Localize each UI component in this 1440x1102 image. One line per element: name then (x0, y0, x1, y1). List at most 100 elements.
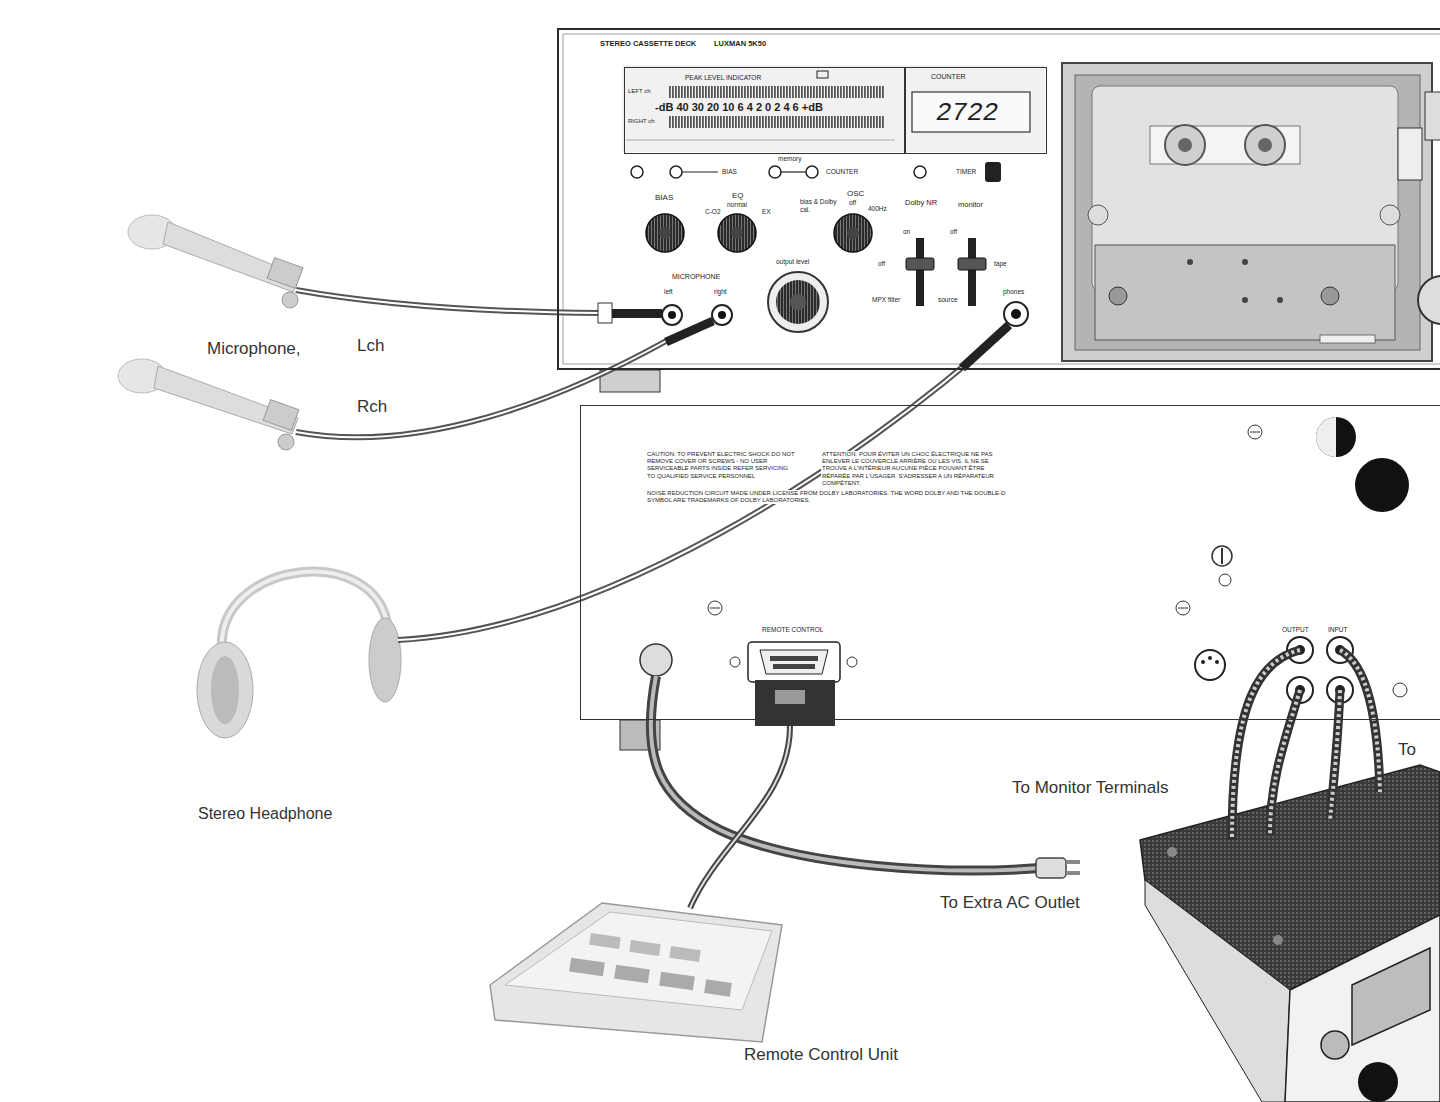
remote-control-unit (490, 903, 782, 1042)
cassette-window (1320, 335, 1375, 343)
remote-cable (690, 726, 790, 908)
control-label: off (878, 260, 885, 268)
output-level-knob (776, 280, 820, 324)
remote-socket (748, 642, 840, 726)
button-label: TIMER (956, 168, 976, 176)
front-panel-art (1418, 276, 1440, 324)
screw (710, 608, 720, 609)
license-note: NOISE REDUCTION CIRCUIT MADE UNDER LICEN… (646, 490, 1013, 504)
control-label: normal (727, 201, 747, 209)
remote-control-unit (490, 903, 782, 1042)
socket-label: OUTPUT (1282, 626, 1309, 634)
button-row (806, 166, 818, 178)
control-label: output level (776, 258, 809, 266)
button-row (985, 162, 1001, 182)
cassette-window (1245, 125, 1285, 165)
control-label: phones (1003, 288, 1024, 296)
button-row (781, 171, 806, 172)
control-label: bias & Dolby cal. (800, 198, 840, 214)
socket-label: INPUT (1328, 626, 1348, 634)
microphone-right (296, 340, 668, 437)
front-panel-art (563, 34, 1440, 364)
output-level-knob (768, 272, 828, 332)
screw (708, 601, 722, 615)
channel-label: Rch (357, 397, 387, 417)
cassette-window (1277, 297, 1283, 303)
channel-label: Lch (357, 336, 384, 356)
din-socket (1208, 656, 1212, 660)
device-caption: Microphone, (207, 339, 301, 359)
amplifier (1352, 948, 1430, 1045)
front-panel-art (626, 140, 895, 141)
cassette-window (1242, 259, 1248, 265)
caution-note: CAUTION: TO PREVENT ELECTRIC SHOCK DO NO… (646, 451, 798, 480)
rear-panel-art (640, 644, 672, 676)
front-panel-art (912, 92, 1030, 132)
remote-cable (690, 726, 790, 908)
cassette-window (1178, 138, 1192, 152)
deck-rear-panel: CAUTION: TO PREVENT ELECTRIC SHOCK DO NO… (580, 405, 1440, 720)
rear-panel-art (620, 417, 1409, 750)
cassette-window (1258, 138, 1272, 152)
control-label: EX (762, 208, 771, 216)
remote-control-unit (629, 940, 660, 956)
rca-cable (1270, 690, 1300, 835)
rotary-knob (659, 227, 671, 239)
control-label: right (714, 288, 727, 296)
microphone-right (154, 366, 298, 434)
meter-title: PEAK LEVEL INDICATOR (685, 74, 761, 82)
deck-front-panel: STEREO CASSETTE DECKLUXMAN 5K50PEAK LEVE… (557, 28, 1440, 370)
microphone-right (666, 321, 713, 342)
rca-cable (1232, 650, 1300, 840)
rca-cable (1340, 650, 1380, 792)
screw (1221, 548, 1223, 564)
rca-cable (1330, 690, 1340, 820)
control-label: EQ (732, 191, 744, 201)
rca-cable (1330, 690, 1340, 820)
stereo-headphone (398, 328, 1008, 640)
microphone-right (278, 434, 294, 450)
screw (847, 657, 857, 667)
control-label: source (938, 296, 958, 304)
screw (1250, 432, 1260, 433)
meter-scale: -dB 40 30 20 10 6 4 2 0 2 4 6 +dB (655, 101, 823, 114)
control-label: on (903, 228, 910, 236)
remote-control-unit (704, 979, 732, 996)
rotary-knob (731, 227, 743, 239)
slide-switch (906, 238, 986, 306)
connection-note: To Monitor Terminals (1012, 778, 1169, 798)
control-label: left (664, 288, 673, 296)
jack-socket (712, 305, 732, 325)
amplifier (1273, 935, 1283, 945)
device-caption: Remote Control Unit (744, 1045, 898, 1065)
amplifier (1140, 765, 1440, 1102)
button-label: memory (778, 155, 801, 163)
screw (1219, 574, 1231, 586)
control-label: MPX filter (872, 296, 900, 304)
remote-control-unit (569, 958, 605, 977)
cassette-window (1242, 297, 1248, 303)
connection-note: To (1398, 740, 1416, 760)
rotary-knob (847, 227, 859, 239)
cassette-window (1062, 63, 1432, 361)
control-label: off (849, 199, 856, 207)
microphone-left (296, 290, 600, 313)
microphone-right (118, 321, 713, 450)
stereo-headphone (211, 656, 239, 724)
power-cord (1066, 860, 1080, 864)
output-level-knob (790, 294, 806, 310)
meter-label: LEFT ch (628, 88, 651, 95)
control-label: off (950, 228, 957, 236)
screw (730, 657, 740, 667)
remote-control-unit (589, 933, 620, 949)
remote-socket (770, 656, 818, 661)
stereo-headphone (197, 325, 1009, 738)
control-label: Dolby NR (905, 198, 937, 207)
button-label: BIAS (722, 168, 737, 176)
remote-cable (690, 726, 790, 908)
microphone-left (267, 258, 303, 289)
cassette-window (1109, 287, 1127, 305)
amplifier (1145, 880, 1290, 1102)
